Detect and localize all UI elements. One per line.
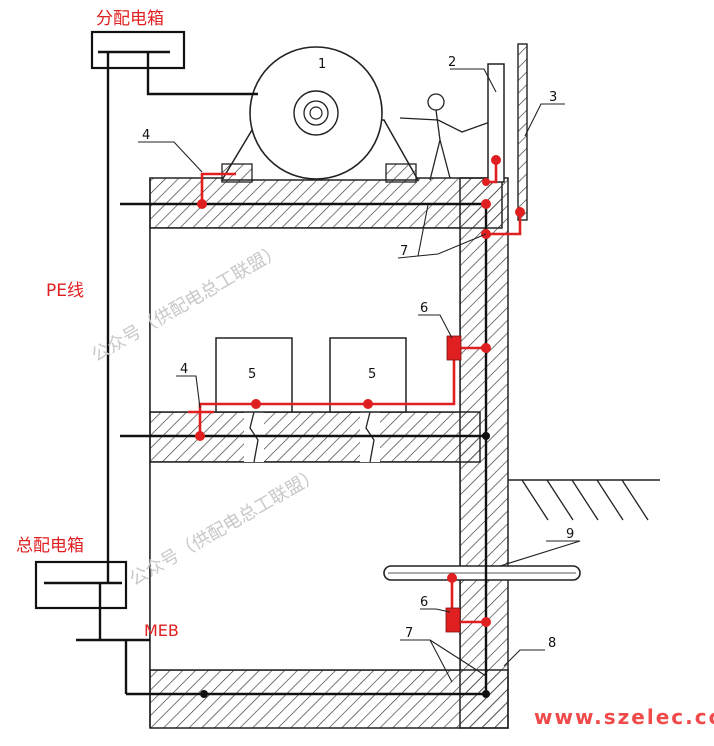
callout-4-top: 4 bbox=[142, 128, 150, 143]
distribution-box bbox=[90, 30, 186, 70]
equipment-box-left bbox=[215, 337, 293, 413]
pe-line-label: PE线 bbox=[46, 281, 84, 301]
callout-6-upper: 6 bbox=[420, 301, 428, 316]
callout-7-upper: 7 bbox=[400, 244, 408, 259]
metal-rail bbox=[517, 43, 528, 221]
callout-1: 1 bbox=[318, 57, 326, 72]
meb-label: MEB bbox=[144, 621, 179, 640]
callout-5-left: 5 bbox=[248, 367, 256, 382]
callout-9: 9 bbox=[566, 527, 574, 542]
red-junction-dots bbox=[195, 155, 525, 627]
black-conductors bbox=[76, 52, 488, 696]
callout-numbers: 1 2 3 4 4 5 5 6 6 7 7 8 9 bbox=[142, 55, 574, 651]
building-structure bbox=[149, 177, 509, 729]
leader-lines bbox=[138, 68, 581, 683]
distribution-box-label: 分配电箱 bbox=[96, 9, 164, 29]
bonding-clamps bbox=[445, 335, 462, 633]
callout-4-middle: 4 bbox=[180, 362, 188, 377]
callout-6-lower: 6 bbox=[420, 595, 428, 610]
red-bonding bbox=[188, 160, 522, 624]
pipe bbox=[383, 565, 581, 581]
motor bbox=[220, 46, 420, 183]
callout-2: 2 bbox=[448, 55, 456, 70]
callout-8: 8 bbox=[548, 636, 556, 651]
black-junction-dots bbox=[200, 432, 490, 698]
ground bbox=[508, 479, 660, 521]
callout-3: 3 bbox=[549, 90, 557, 105]
main-box-label: 总配电箱 bbox=[16, 536, 84, 556]
equipment-box-right bbox=[329, 337, 407, 413]
person-figure bbox=[399, 93, 491, 181]
callout-7-lower: 7 bbox=[405, 626, 413, 641]
site-url: www.szelec.cc bbox=[534, 705, 714, 729]
main-distribution-box bbox=[34, 560, 128, 610]
callout-5-right: 5 bbox=[368, 367, 376, 382]
